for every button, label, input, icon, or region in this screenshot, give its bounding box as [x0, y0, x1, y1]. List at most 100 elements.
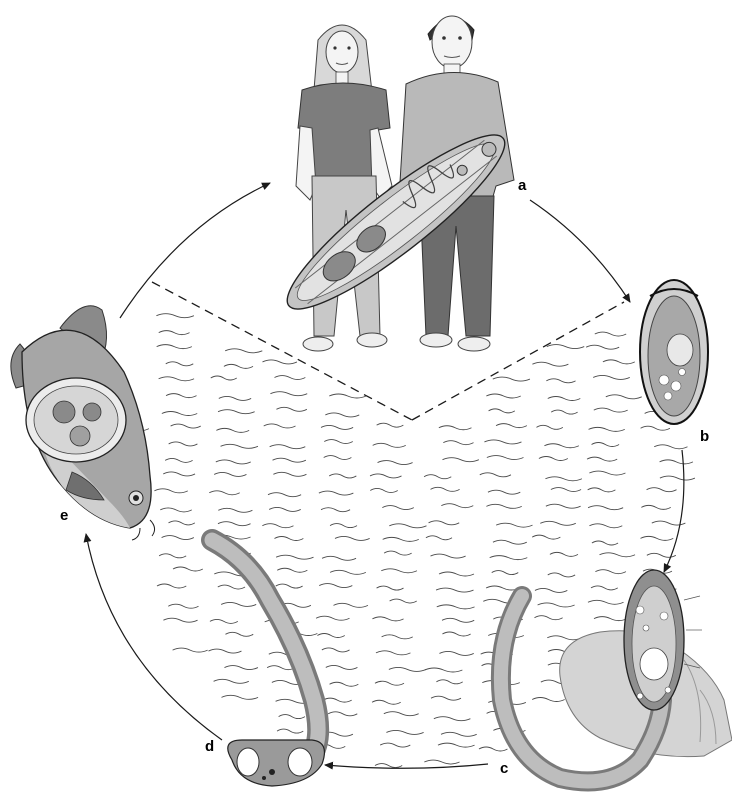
wave-stroke — [595, 570, 626, 574]
wave-stroke — [438, 743, 475, 747]
wave-stroke — [218, 585, 245, 589]
wave-stroke — [479, 747, 507, 751]
wave-stroke — [487, 456, 524, 460]
wave-stroke — [484, 440, 521, 444]
wave-stroke — [383, 537, 419, 541]
wave-stroke — [439, 572, 474, 576]
wave-stroke — [156, 314, 193, 318]
wave-stroke — [443, 441, 473, 445]
wave-stroke — [546, 504, 581, 508]
wave-stroke — [262, 360, 296, 364]
wave-stroke — [214, 472, 246, 476]
wave-stroke — [439, 651, 473, 655]
wave-stroke — [268, 493, 301, 497]
wave-stroke — [496, 523, 532, 527]
wave-stroke — [594, 408, 628, 412]
wave-stroke — [377, 423, 404, 427]
wave-stroke — [274, 536, 303, 540]
wave-stroke — [589, 524, 622, 528]
wave-stroke — [545, 477, 581, 481]
wave-stroke — [324, 456, 352, 460]
wave-stroke — [277, 568, 307, 572]
wave-stroke — [586, 345, 619, 349]
wave-stroke — [163, 618, 197, 622]
wave-stroke — [442, 458, 478, 462]
wave-stroke — [321, 425, 353, 429]
wave-stroke — [372, 617, 403, 621]
wave-stroke — [225, 349, 262, 353]
wave-stroke — [224, 364, 253, 368]
wave-stroke — [546, 379, 575, 383]
wave-stroke — [262, 524, 293, 528]
wave-stroke — [539, 456, 568, 460]
wave-stroke — [321, 508, 350, 512]
wave-stroke — [647, 488, 677, 492]
wave-stroke — [534, 616, 562, 620]
wave-stroke — [224, 666, 257, 670]
wave-stroke — [325, 413, 359, 417]
wave-stroke — [335, 536, 370, 540]
wave-stroke — [270, 392, 307, 396]
wave-stroke — [276, 584, 303, 588]
wave-stroke — [273, 472, 306, 476]
wave-stroke — [377, 586, 404, 590]
wave-stroke — [163, 472, 195, 476]
wave-stroke — [221, 444, 258, 448]
label-e: e — [60, 507, 68, 524]
wave-stroke — [532, 362, 568, 366]
wave-stroke — [434, 717, 471, 721]
wave-stroke — [210, 619, 238, 623]
wave-stroke — [588, 488, 616, 492]
wave-stroke — [214, 679, 249, 683]
wave-stroke — [589, 427, 625, 431]
wave-stroke — [550, 552, 578, 556]
wave-stroke — [442, 618, 474, 622]
wave-stroke — [375, 681, 404, 685]
wave-stroke — [599, 553, 635, 557]
wave-stroke — [660, 476, 695, 480]
wave-stroke — [384, 551, 412, 555]
wave-stroke — [660, 460, 693, 464]
wave-stroke — [221, 602, 256, 606]
wave-stroke — [425, 668, 463, 672]
wave-stroke — [330, 570, 366, 574]
wave-stroke — [209, 491, 239, 495]
wave-stroke — [641, 505, 670, 509]
wave-stroke — [551, 488, 581, 492]
wave-stroke — [154, 489, 187, 493]
wave-stroke — [168, 521, 194, 525]
wave-stroke — [439, 426, 472, 430]
wave-stroke — [480, 473, 511, 477]
wave-stroke — [548, 573, 575, 577]
wave-stroke — [490, 556, 528, 560]
wave-stroke — [330, 682, 359, 686]
wave-stroke — [389, 667, 426, 671]
wave-stroke — [316, 616, 349, 620]
wave-stroke — [548, 396, 581, 400]
wave-stroke — [386, 730, 423, 734]
wave-stroke — [594, 617, 627, 621]
wave-stroke — [159, 331, 190, 335]
wave-stroke — [436, 680, 462, 684]
wave-stroke — [317, 634, 344, 638]
wave-stroke — [319, 584, 352, 588]
wave-stroke — [216, 460, 251, 464]
wave-stroke — [166, 362, 194, 366]
wave-stroke — [589, 471, 625, 475]
wave-stroke — [322, 648, 350, 652]
wave-stroke — [382, 635, 413, 639]
label-c: c — [500, 760, 508, 777]
wave-stroke — [380, 743, 410, 747]
cercaria-d-illustration — [212, 540, 324, 786]
fish-illustration — [11, 306, 155, 540]
wave-stroke — [324, 440, 353, 444]
arrow-a-to-b — [530, 200, 630, 302]
wave-stroke — [264, 424, 296, 428]
wave-stroke — [544, 444, 578, 448]
wave-stroke — [493, 540, 527, 544]
wave-stroke — [162, 412, 197, 416]
wave-stroke — [437, 605, 475, 609]
wave-stroke — [538, 603, 575, 607]
wave-stroke — [540, 521, 575, 525]
